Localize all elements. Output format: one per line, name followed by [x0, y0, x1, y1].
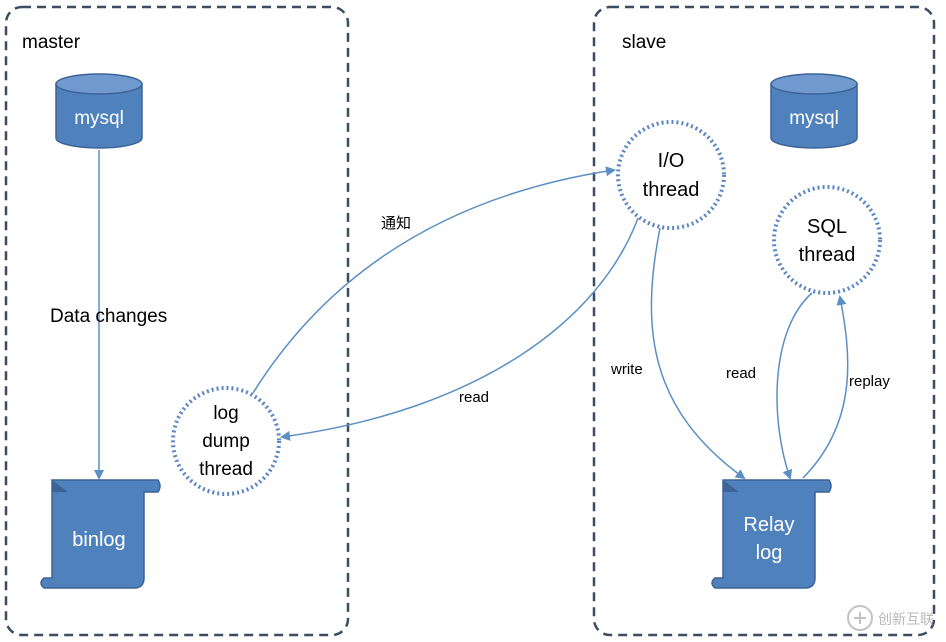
slave-border	[592, 5, 936, 637]
log-dump-thread-circle	[171, 386, 281, 496]
data-changes-label: Data changes	[50, 306, 167, 327]
log-dump-thread-line3: thread	[199, 459, 253, 480]
master-title: master	[22, 32, 81, 53]
read-binlog-label: read	[459, 389, 489, 406]
log-dump-thread-line1: log	[213, 403, 238, 424]
slave-db-top	[770, 73, 858, 95]
replay-label: replay	[849, 373, 890, 390]
log-dump-thread-node: log dump thread	[171, 386, 281, 496]
edges	[94, 150, 849, 480]
notify-arrow	[252, 166, 616, 394]
io-thread-circle	[616, 120, 726, 230]
binlog-body	[40, 479, 161, 589]
slave-db-body	[770, 83, 858, 149]
binlog-label: binlog	[72, 529, 125, 551]
relay-log-label-line2: log	[756, 542, 783, 564]
read-relay-arrow	[776, 292, 813, 480]
sql-thread-circle	[772, 185, 882, 295]
slave-title: slave	[622, 32, 666, 53]
log-dump-thread-line2: dump	[202, 431, 250, 452]
write-label: write	[610, 361, 643, 378]
sql-thread-line2: thread	[799, 244, 856, 266]
notify-label: 通知	[381, 215, 411, 232]
master-border	[4, 5, 350, 637]
read-binlog-arrow	[280, 217, 639, 441]
relay-log-label-line1: Relay	[743, 514, 794, 536]
watermark-logo-icon	[847, 605, 873, 631]
watermark-logo-mark	[854, 612, 866, 624]
relay-log-scroll: Relay log	[711, 479, 832, 589]
master-db-label: mysql	[74, 108, 124, 129]
io-thread-line2: thread	[643, 179, 700, 201]
master-db-top	[55, 73, 143, 95]
master-panel: master	[4, 5, 350, 637]
io-thread-line1: I/O	[658, 150, 685, 172]
sql-thread-node: SQL thread	[772, 185, 882, 295]
watermark-text: 创新互联	[878, 612, 934, 628]
master-db-body	[55, 83, 143, 149]
sql-thread-line1: SQL	[807, 216, 847, 238]
binlog-scroll: binlog	[40, 479, 161, 589]
slave-panel: slave	[592, 5, 936, 637]
master-mysql-database: mysql	[55, 73, 143, 149]
relay-log-curl	[723, 480, 739, 492]
slave-db-label: mysql	[789, 108, 839, 129]
read-relay-label: read	[726, 365, 756, 382]
binlog-curl	[52, 480, 68, 492]
relay-log-body	[711, 479, 832, 589]
io-thread-node: I/O thread	[616, 120, 726, 230]
slave-mysql-database: mysql	[770, 73, 858, 149]
watermark: 创新互联	[847, 605, 934, 631]
write-arrow	[650, 227, 746, 480]
replay-arrow	[802, 295, 849, 479]
